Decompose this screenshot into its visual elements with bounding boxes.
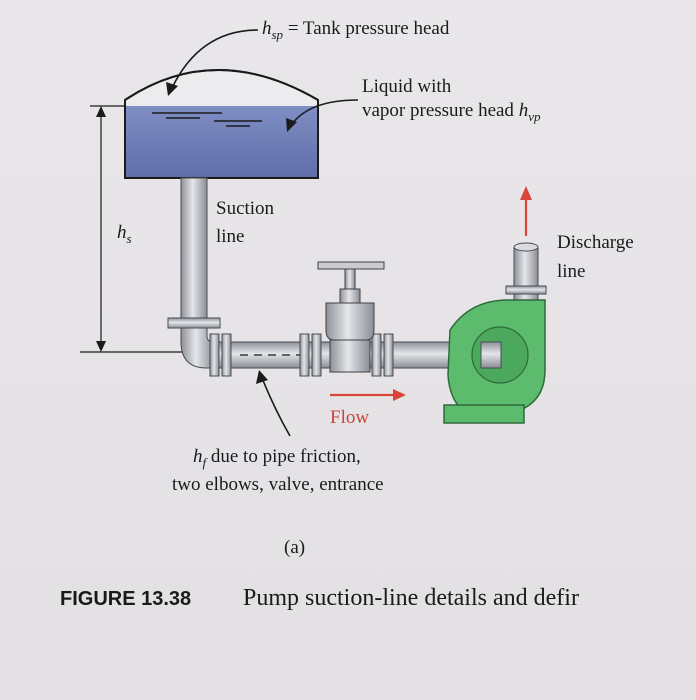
hs-subscript: s (126, 230, 132, 246)
hvp-leader (291, 99, 359, 125)
hf-symbol: h (193, 446, 203, 467)
hsp-label: hsp = Tank pressure head (262, 18, 449, 46)
discharge-flow-arrow (520, 186, 532, 200)
discharge-label-line1: Discharge (557, 232, 634, 253)
figure-title: Pump suction-line details and defir (243, 585, 579, 611)
discharge-pipe (513, 247, 539, 307)
centrifugal-pump (443, 299, 546, 424)
liquid-label-line2: vapor pressure head hvp (362, 100, 540, 128)
panel-label: (a) (284, 537, 306, 558)
liquid-label-line1: Liquid with (362, 76, 452, 97)
hsp-leader (171, 29, 259, 89)
suction-label-line1: Suction (216, 198, 275, 219)
tank-liquid (126, 106, 317, 177)
suction-elbow (180, 327, 215, 369)
hsp-subscript: sp (271, 26, 284, 42)
flow-label: Flow (330, 407, 370, 428)
liquid-text: vapor pressure head (362, 100, 519, 121)
hf-label-line1: hf due to pipe friction, (193, 446, 361, 474)
hf-label-line2: two elbows, valve, entrance (172, 474, 384, 495)
suction-pipe-vertical (180, 177, 208, 324)
flow-arrow (393, 389, 406, 401)
liquid-surface-ripples (152, 112, 262, 127)
suction-label-line2: line (216, 226, 245, 247)
figure-number: FIGURE 13.38 (60, 588, 192, 610)
hvp-subscript: vp (528, 108, 541, 124)
hf-text: due to pipe friction, (206, 446, 361, 467)
hs-label: hs (117, 222, 132, 250)
hf-leader (261, 377, 291, 437)
discharge-label-line2: line (557, 261, 586, 282)
hsp-text: = Tank pressure head (283, 18, 450, 39)
hsp-symbol: h (262, 18, 272, 39)
hf-subscript: f (202, 454, 207, 470)
hs-symbol: h (117, 222, 127, 243)
gate-valve (317, 261, 385, 373)
hvp-symbol: h (518, 100, 529, 121)
